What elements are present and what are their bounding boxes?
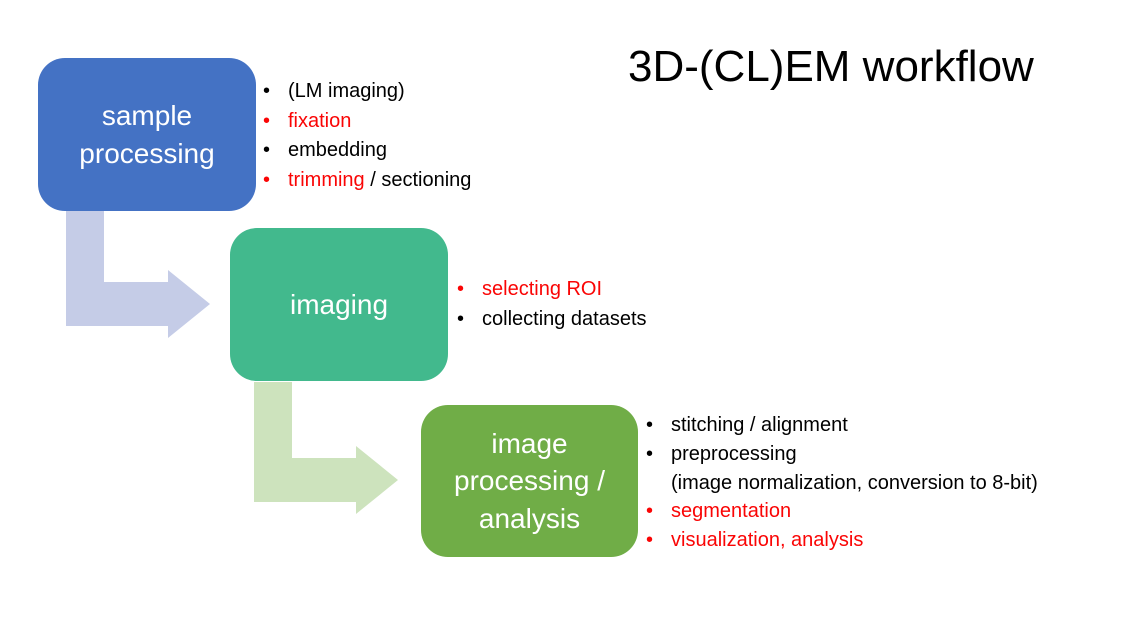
bullet-item: • stitching / alignment xyxy=(641,411,1038,440)
bullet-item: • selecting ROI xyxy=(452,275,647,305)
bullet-text-segment: fixation xyxy=(288,109,352,132)
bullet-text: preprocessing xyxy=(671,440,797,469)
bullet-dot-icon: • xyxy=(646,500,654,523)
bullet-dot-icon: • xyxy=(457,278,465,300)
flow-box-label: imaging xyxy=(289,288,389,320)
bullet-item: • trimming / sectioning xyxy=(258,166,471,196)
flow-box-label: sample processing xyxy=(79,99,215,169)
bullet-item: • fixation xyxy=(258,107,471,137)
bullet-list-sample-processing: • (LM imaging) • fixation • embedding • trimmin… xyxy=(258,77,471,195)
bullet-item: • preprocessing xyxy=(641,440,1038,469)
bullet-text-segment: / sectioning xyxy=(364,168,472,191)
flow-box-imaging: imaging xyxy=(230,228,448,381)
bullet-dot-icon: • xyxy=(263,139,271,161)
bullet-dot-icon: • xyxy=(263,168,271,191)
bullet-text-segment: collecting datasets xyxy=(482,307,647,330)
bullet-text: embedding xyxy=(288,136,387,166)
bullet-text: selecting ROI xyxy=(482,275,602,305)
bullet-text: stitching / alignment xyxy=(671,411,848,440)
bullet-text: fixation xyxy=(288,107,351,137)
bullet-text-segment: embedding xyxy=(288,139,387,161)
bullet-dot-icon: • xyxy=(263,80,271,102)
bullet-text-segment: trimming xyxy=(288,168,365,191)
bullet-spacer xyxy=(641,469,671,498)
flow-box-label: image processing / analysis xyxy=(454,427,605,534)
bullet-text-segment: segmentation xyxy=(671,500,792,523)
bullet-text-segment: (image normalization, conversion to 8-bi… xyxy=(671,471,1038,494)
bullet-text-segment: (LM imaging) xyxy=(288,80,405,102)
bullet-dot-icon: • xyxy=(263,109,271,132)
bullet-list-imaging: • selecting ROI • collecting datasets xyxy=(452,275,647,334)
bullet-item: • visualization, analysis xyxy=(641,526,1038,555)
bullet-text: (LM imaging) xyxy=(288,77,405,107)
bullet-dot-icon: • xyxy=(646,529,654,552)
bullet-item: (image normalization, conversion to 8-bi… xyxy=(641,469,1038,498)
bullet-text: visualization, analysis xyxy=(671,526,863,555)
bullet-item: • (LM imaging) xyxy=(258,77,471,107)
bullet-item: • embedding xyxy=(258,136,471,166)
bullet-text: segmentation xyxy=(671,497,791,526)
bullet-text-segment: selecting ROI xyxy=(482,278,603,300)
bullet-item: • segmentation xyxy=(641,497,1038,526)
arrow-sample-to-imaging-icon xyxy=(66,210,210,338)
page-title: 3D-(CL)EM workflow xyxy=(628,42,1034,91)
bullet-text: trimming / sectioning xyxy=(288,166,471,196)
bullet-dot-icon: • xyxy=(646,414,654,436)
bullet-text: collecting datasets xyxy=(482,305,647,335)
flow-box-sample-processing: sample processing xyxy=(38,58,256,211)
bullet-text-segment: stitching / alignment xyxy=(671,414,848,436)
bullet-text-segment: preprocessing xyxy=(671,442,797,465)
bullet-dot-icon: • xyxy=(457,307,465,330)
arrow-imaging-to-processing-icon xyxy=(254,382,398,514)
flow-box-image-processing: image processing / analysis xyxy=(421,405,638,557)
bullet-item: • collecting datasets xyxy=(452,305,647,335)
bullet-dot-icon: • xyxy=(646,442,654,465)
bullet-text: (image normalization, conversion to 8-bi… xyxy=(671,469,1038,498)
bullet-text-segment: visualization, analysis xyxy=(671,529,864,552)
bullet-list-image-processing: • stitching / alignment • preprocessing (ima… xyxy=(641,411,1038,555)
